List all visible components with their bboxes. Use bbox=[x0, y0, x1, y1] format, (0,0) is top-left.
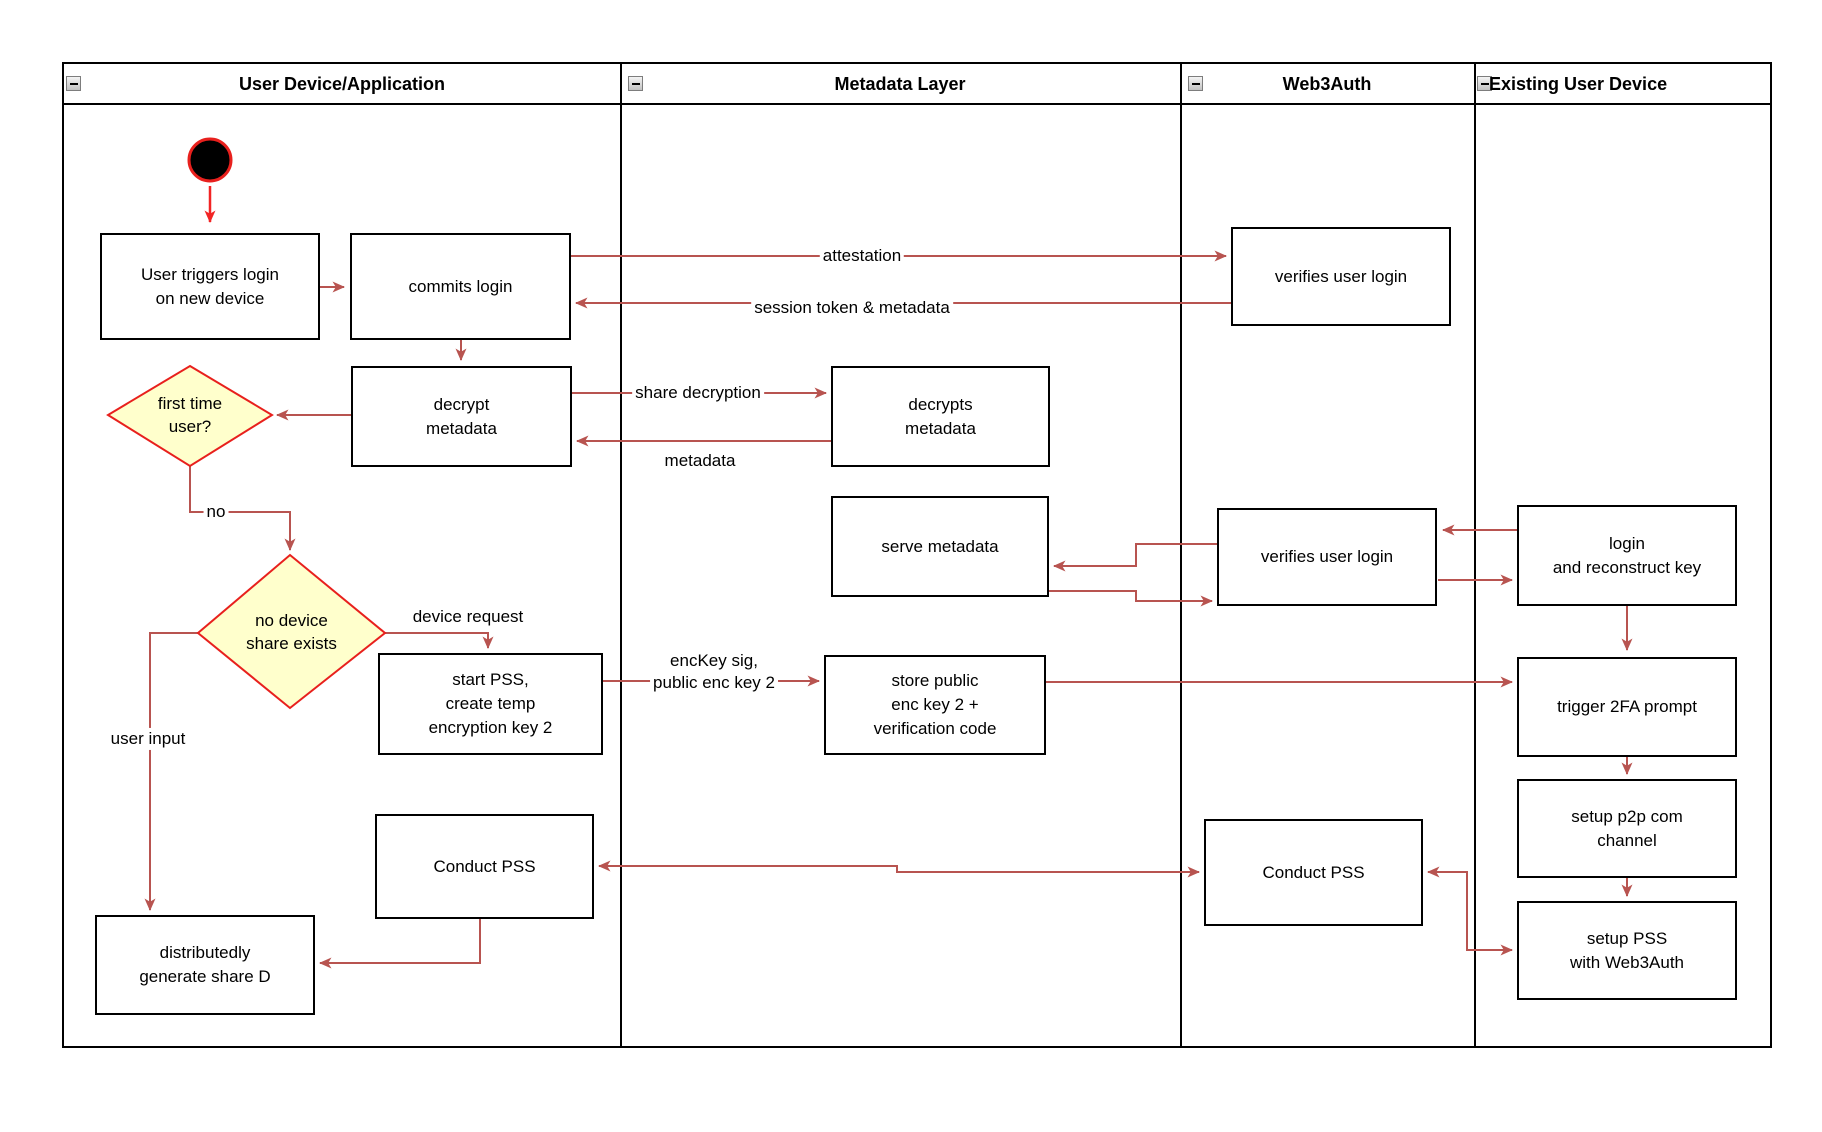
node-label: verifies user login bbox=[1274, 266, 1408, 286]
node-login-reconstruct-key: login and reconstruct key bbox=[1517, 505, 1737, 606]
header-separator bbox=[62, 103, 1772, 105]
node-trigger-2fa: trigger 2FA prompt bbox=[1517, 657, 1737, 757]
node-setup-p2p: setup p2p com channel bbox=[1517, 779, 1737, 878]
edge-conduct-pss-link bbox=[598, 860, 1200, 878]
decision-label-first-time: first time user? bbox=[118, 376, 262, 456]
edge-label-no: no bbox=[203, 500, 229, 524]
node-label: store public enc key 2 + verification co… bbox=[873, 671, 997, 738]
decision-text: first time user? bbox=[157, 394, 223, 436]
node-label: trigger 2FA prompt bbox=[1557, 697, 1697, 717]
edge-label-user-input: user input bbox=[107, 727, 189, 751]
node-label: decrypts metadata bbox=[905, 394, 976, 438]
edge-label-attestation: attestation bbox=[819, 244, 905, 268]
node-store-public-key: store public enc key 2 + verification co… bbox=[824, 655, 1046, 755]
edge-conduct-to-generate bbox=[319, 919, 481, 969]
edge-label-session-token: session token & metadata bbox=[751, 296, 953, 320]
lane-divider-3 bbox=[1474, 62, 1476, 1048]
start-node bbox=[187, 137, 233, 183]
edge-verifies-to-serve bbox=[1053, 543, 1217, 572]
decision-no-device-share bbox=[196, 553, 387, 710]
node-verifies-user-login-mid: verifies user login bbox=[1217, 508, 1437, 606]
node-label: Conduct PSS bbox=[1262, 862, 1365, 882]
edge-no-branch bbox=[189, 466, 296, 551]
edge-device-request bbox=[385, 632, 494, 649]
node-label: Conduct PSS bbox=[433, 856, 536, 876]
node-label: login and reconstruct key bbox=[1552, 533, 1702, 577]
decision-label-no-device-share: no device share exists bbox=[208, 593, 375, 673]
collapse-minus-icon[interactable] bbox=[1477, 76, 1492, 91]
node-serve-metadata: serve metadata bbox=[831, 496, 1049, 597]
lane-title-metadata-layer: Metadata Layer bbox=[834, 74, 966, 94]
edge-label-enckey: encKey sig, public enc key 2 bbox=[650, 649, 778, 695]
node-label: serve metadata bbox=[881, 536, 999, 556]
edge-label-share-decryption: share decryption bbox=[632, 381, 764, 405]
collapse-minus-icon[interactable] bbox=[628, 76, 643, 91]
node-commits-login: commits login bbox=[350, 233, 571, 340]
edge-user-input bbox=[144, 632, 198, 911]
edge-label-device-request: device request bbox=[409, 605, 527, 629]
minus-glyph bbox=[631, 82, 640, 85]
minus-glyph bbox=[69, 82, 78, 85]
lane-divider-1 bbox=[620, 62, 622, 1048]
collapse-minus-icon[interactable] bbox=[1188, 76, 1203, 91]
decision-first-time-user bbox=[106, 364, 274, 468]
node-setup-pss: setup PSS with Web3Auth bbox=[1517, 901, 1737, 1000]
node-verifies-user-login-top: verifies user login bbox=[1231, 227, 1451, 326]
node-label: decrypt metadata bbox=[426, 394, 497, 438]
node-conduct-pss-web3auth: Conduct PSS bbox=[1204, 819, 1423, 926]
node-conduct-pss-left: Conduct PSS bbox=[375, 814, 594, 919]
node-label: setup PSS with Web3Auth bbox=[1569, 928, 1685, 972]
minus-glyph bbox=[1191, 82, 1200, 85]
edge-setuppss-conduct-link bbox=[1427, 866, 1513, 956]
node-label: distributedly generate share D bbox=[139, 943, 271, 986]
lane-divider-2 bbox=[1180, 62, 1182, 1048]
node-user-triggers-login: User triggers login on new device bbox=[100, 233, 320, 340]
node-label: commits login bbox=[408, 276, 513, 296]
node-start-pss: start PSS, create temp encryption key 2 bbox=[378, 653, 603, 755]
node-label: User triggers login on new device bbox=[141, 264, 279, 308]
node-label: verifies user login bbox=[1260, 547, 1394, 567]
lane-title-existing-device: Existing User Device bbox=[1489, 74, 1668, 94]
lane-title-user-device: User Device/Application bbox=[238, 74, 446, 94]
node-decrypt-metadata: decrypt metadata bbox=[351, 366, 572, 467]
lane-title-web3auth: Web3Auth bbox=[1282, 74, 1372, 94]
node-decrypts-metadata: decrypts metadata bbox=[831, 366, 1050, 467]
node-label: start PSS, create temp encryption key 2 bbox=[428, 670, 553, 737]
edge-label-metadata: metadata bbox=[661, 449, 739, 473]
collapse-minus-icon[interactable] bbox=[66, 76, 81, 91]
minus-glyph bbox=[1480, 82, 1489, 85]
node-label: setup p2p com channel bbox=[1571, 806, 1683, 850]
edge-serve-to-verifies bbox=[1049, 590, 1213, 607]
node-generate-share-d: distributedly generate share D bbox=[95, 915, 315, 1015]
decision-text: no device share exists bbox=[246, 611, 337, 653]
